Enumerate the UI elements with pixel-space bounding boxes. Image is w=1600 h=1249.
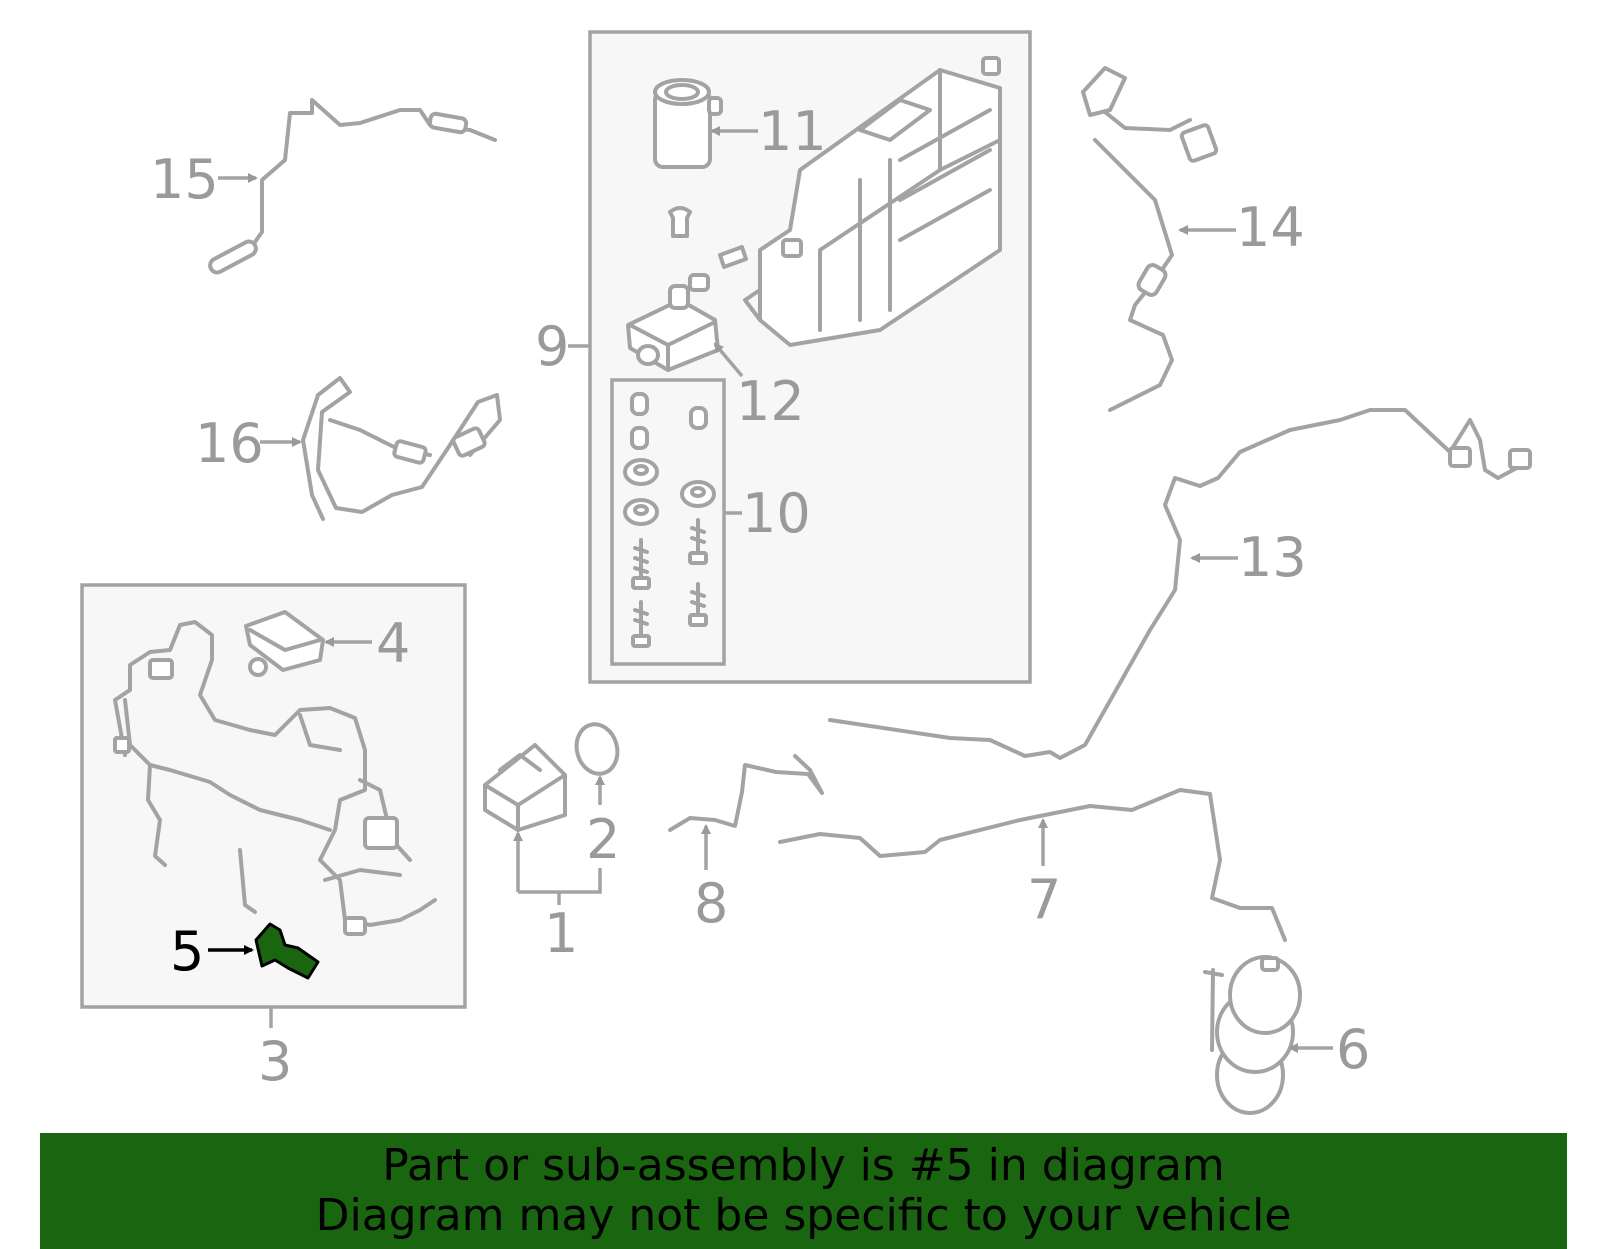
- callout-4: 4: [376, 612, 410, 675]
- part-2-ring[interactable]: [571, 720, 623, 779]
- callout-7: 7: [1027, 868, 1061, 931]
- part-3-harness[interactable]: [113, 620, 437, 936]
- part-5-highlighted[interactable]: [254, 922, 320, 980]
- grommet-9b: [718, 245, 748, 269]
- callout-11: 11: [758, 100, 827, 163]
- callout-5: 5: [170, 920, 204, 983]
- leader-1: [518, 833, 602, 894]
- part-15-sensor[interactable]: [208, 98, 497, 275]
- callout-16: 16: [195, 412, 264, 475]
- part-9-canister[interactable]: [743, 56, 1002, 347]
- callout-12: 12: [736, 370, 805, 433]
- banner-line-2: Diagram may not be specific to your vehi…: [315, 1190, 1292, 1241]
- info-banner: Part or sub-assembly is #5 in diagram Di…: [40, 1133, 1567, 1249]
- part-10-hardware[interactable]: [623, 392, 716, 648]
- part-7-line[interactable]: [778, 788, 1287, 942]
- callout-15: 15: [150, 148, 219, 211]
- callout-14: 14: [1236, 196, 1305, 259]
- part-14-hose[interactable]: [1081, 66, 1219, 412]
- part-1-module[interactable]: [483, 743, 567, 832]
- callout-13: 13: [1238, 526, 1307, 589]
- part-11-filter[interactable]: [653, 78, 723, 169]
- callout-8: 8: [694, 872, 728, 935]
- part-6-reservoir[interactable]: [1203, 955, 1302, 1115]
- callout-10: 10: [742, 482, 811, 545]
- part-8-line[interactable]: [668, 754, 824, 832]
- part-16-sensor[interactable]: [301, 376, 502, 521]
- callout-6: 6: [1336, 1018, 1370, 1081]
- leader-12: [713, 342, 744, 378]
- part-4-sensor[interactable]: [244, 610, 325, 677]
- part-13-vapor-line[interactable]: [828, 408, 1532, 760]
- callout-3: 3: [258, 1030, 292, 1093]
- callout-2: 2: [586, 808, 620, 871]
- callout-1: 1: [544, 902, 578, 965]
- grommet-9a: [668, 206, 692, 238]
- callout-9: 9: [535, 315, 569, 378]
- banner-line-1: Part or sub-assembly is #5 in diagram: [382, 1140, 1225, 1191]
